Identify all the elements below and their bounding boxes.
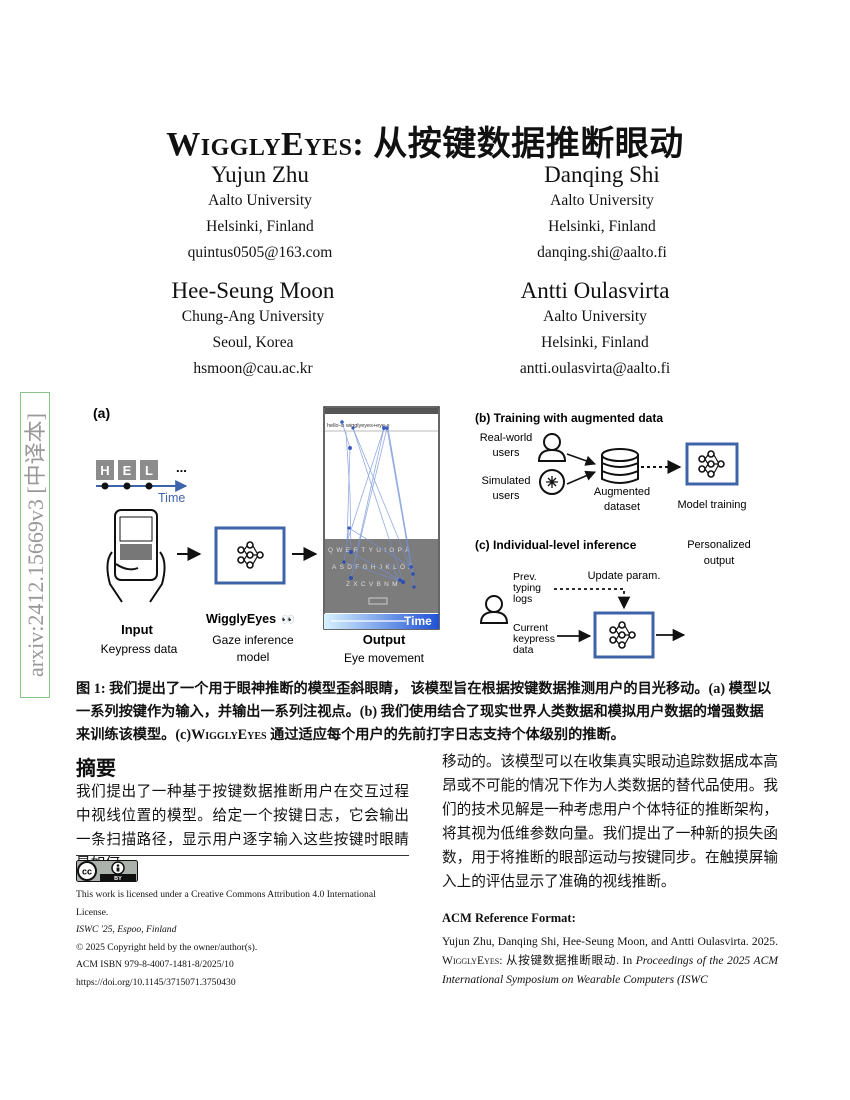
author-affiliation: Aalto University <box>208 192 312 209</box>
copyright-line: © 2025 Copyright held by the owner/autho… <box>76 941 258 953</box>
abstract-heading: 摘要 <box>76 758 116 780</box>
acm-authors: Yujun Zhu, Danqing Shi, Hee-Seung Moon, … <box>442 935 778 948</box>
inference-model-box <box>593 611 655 659</box>
author-name: Yujun Zhu <box>211 162 309 187</box>
arrow-sim-to-dataset <box>566 470 596 485</box>
eyes-icon: 👀 <box>281 614 295 626</box>
simulated-user-icon <box>539 469 565 495</box>
update-param-label: Update param. <box>588 570 661 582</box>
current-keypress-line2: keypress <box>513 633 555 645</box>
license-line: This work is licensed under a Creative C… <box>76 889 376 918</box>
key-e: E <box>123 463 132 478</box>
caption-brand: WigglyEyes <box>191 727 267 743</box>
by-icon: BY <box>114 876 122 882</box>
figure-caption: 图 1: 我们提出了一个用于眼神推断的模型歪斜眼睛， 该模型旨在根据按键数据推测… <box>76 678 776 747</box>
arxiv-stamp-border <box>20 392 50 698</box>
arxiv-id: arxiv:2412.15669v3 [中译本] <box>23 413 48 677</box>
arrow-update-param <box>554 588 631 610</box>
user-icon <box>480 595 508 624</box>
author-location: Helsinki, Finland <box>206 218 314 235</box>
arxiv-stamp[interactable]: arxiv:2412.15669v3 [中译本] <box>20 392 52 698</box>
footnote-divider <box>76 855 409 856</box>
personalized-line2: output <box>704 555 735 567</box>
title-brand: WigglyEyes <box>166 126 353 163</box>
paper-title: WigglyEyes: 从按键数据推断眼动 <box>0 116 850 165</box>
author-location: Seoul, Korea <box>212 334 294 351</box>
real-users-line1: Real-world <box>480 432 533 444</box>
panel-b-label: (b) Training with augmented data <box>475 411 663 425</box>
author-location: Helsinki, Finland <box>541 334 649 351</box>
venue-line: ISWC '25, Espoo, Finland <box>76 924 177 935</box>
current-keypress-line3: data <box>513 644 534 656</box>
author-location: Helsinki, Finland <box>548 218 656 235</box>
panel-a-label: (a) <box>93 405 110 421</box>
author-block-3: Hee-Seung Moon Chung-Ang University Seou… <box>103 278 403 382</box>
sim-users-line1: Simulated <box>482 475 531 487</box>
prev-logs-line3: logs <box>513 593 532 605</box>
time-label: Time <box>158 491 185 505</box>
license-block: This work is licensed under a Creative C… <box>76 886 409 991</box>
acm-reference-text: Yujun Zhu, Danqing Shi, Hee-Seung Moon, … <box>442 932 778 989</box>
augmented-line1: Augmented <box>594 486 650 498</box>
acm-brand: WigglyEyes <box>442 954 500 967</box>
output-time-label: Time <box>404 614 432 628</box>
author-email[interactable]: antti.oulasvirta@aalto.fi <box>519 360 671 377</box>
acm-title-rest: : 从按键数据推断眼动. In <box>499 954 633 967</box>
prev-logs-line1: Prev. <box>513 571 537 583</box>
cc-icon: cc <box>82 867 92 877</box>
author-affiliation: Aalto University <box>543 308 647 325</box>
author-name: Danqing Shi <box>544 162 660 187</box>
author-block-2: Danqing Shi Aalto University Helsinki, F… <box>452 162 752 266</box>
training-model-box <box>685 442 739 486</box>
title-rest: : 从按键数据推断眼动 <box>352 126 684 163</box>
author-email[interactable]: quintus0505@163.com <box>187 244 333 261</box>
augmented-line2: dataset <box>604 501 640 513</box>
isbn-line: ACM ISBN 979-8-4007-1481-8/2025/10 <box>76 959 234 970</box>
cc-by-badge[interactable]: cc BY <box>76 860 138 882</box>
author-email[interactable]: hsmoon@cau.ac.kr <box>193 360 313 377</box>
author-block-4: Antti Oulasvirta Aalto University Helsin… <box>445 278 745 382</box>
personalized-line1: Personalized <box>687 539 751 551</box>
author-name: Hee-Seung Moon <box>171 278 335 303</box>
input-sub: Keypress data <box>101 642 178 656</box>
kb-row-3: ZXCVBNM <box>346 581 401 588</box>
key-h: H <box>100 463 109 478</box>
phone-scanpath: hello-is wigglyeyes+eye-s QWERTYUIOPÅ AS… <box>323 406 440 630</box>
keypress-sequence-icon: H E L ... Time <box>96 460 188 505</box>
model-sub-line2: model <box>237 650 270 664</box>
real-users-line2: users <box>493 447 520 459</box>
model-label: WigglyEyes <box>206 612 276 626</box>
panel-c-label: (c) Individual-level inference <box>475 538 637 552</box>
key-l: L <box>145 463 153 478</box>
kb-row-2: ASDFGHJKLÖÄ <box>332 563 416 571</box>
model-sub-line1: Gaze inference <box>212 633 294 647</box>
sim-users-line2: users <box>493 490 520 502</box>
acm-proceedings: Proceedings of the 2025 ACM Internationa… <box>442 954 779 986</box>
database-icon <box>601 448 639 484</box>
user-icon <box>538 433 566 462</box>
acm-reference-heading: ACM Reference Format: <box>442 911 576 925</box>
author-affiliation: Chung-Ang University <box>181 308 325 325</box>
author-affiliation: Aalto University <box>550 192 654 209</box>
output-sub: Eye movement <box>344 651 425 665</box>
caption-part2: 通过适应每个用户的先前打字日志支持个体级别的推断。 <box>266 727 625 743</box>
author-email[interactable]: danqing.shi@aalto.fi <box>537 244 667 261</box>
teaser-figure: (a) H E L ... Time Input Keypress data W… <box>93 405 751 665</box>
phone-text: hello-is wigglyeyes+eye-s <box>327 423 390 429</box>
output-label: Output <box>363 632 406 647</box>
kb-row-1: QWERTYUIOPÅ <box>328 545 413 554</box>
author-block-1: Yujun Zhu Aalto University Helsinki, Fin… <box>110 162 410 266</box>
key-ellipsis: ... <box>176 460 187 475</box>
doi-link[interactable]: https://doi.org/10.1145/3715071.3750430 <box>76 976 236 988</box>
model-box <box>214 526 286 585</box>
hand-phone-icon <box>106 509 166 603</box>
arrow-real-to-dataset <box>566 453 596 466</box>
prev-logs-line2: typing <box>513 582 541 594</box>
caption-part1: 图 1: 我们提出了一个用于眼神推断的模型歪斜眼睛， 该模型旨在根据按键数据推测… <box>76 681 772 743</box>
input-label: Input <box>121 622 153 637</box>
author-name: Antti Oulasvirta <box>520 278 670 303</box>
abstract-text-right: 移动的。该模型可以在收集真实眼动追踪数据成本高昂或不可能的情况下作为人类数据的替… <box>442 754 778 890</box>
current-keypress-line1: Current <box>513 622 548 634</box>
model-training-label: Model training <box>677 499 746 511</box>
